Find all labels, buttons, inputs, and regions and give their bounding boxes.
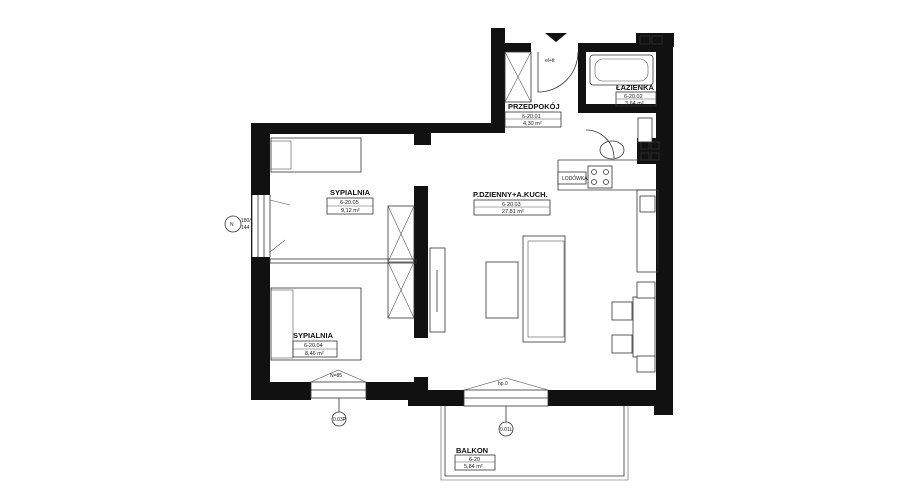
window-bottom-left-label: N=85 [330,373,342,379]
window-size-bottom: 144 [241,225,250,231]
dining [611,281,656,373]
room-area: 3,64 m² [625,101,644,107]
room-name: SYPIALNIA [293,331,334,340]
room-label-sypialnia-2: SYPIALNIA 6-20.04 8,46 m² [292,331,338,358]
room-name: ŁAZIENKA [616,83,654,92]
fridge-label: LODÓWKA [562,175,588,182]
living-furniture [429,235,566,343]
marker-left: 0.03P [333,417,347,423]
kitchen: LODÓWKA [557,159,659,273]
room-code: 6-20.03 [502,202,521,208]
room-area: 5,84 m² [464,464,483,470]
wardrobe [387,205,415,319]
window-code: N [230,222,234,228]
window-bottom-right-label: hp.0 [498,381,508,387]
balcony [440,406,629,481]
room-area: 9,12 m² [341,208,360,214]
window-size-top: 180/ [241,218,251,224]
entry-arrow-icon [545,33,567,42]
beds [270,137,362,361]
bottom-window-right: hp.0 0.01L [463,377,549,437]
room-area: 27,81 m² [502,209,524,215]
room-label-balkon: BALKON 6-20 5,84 m² [454,446,496,471]
room-code: 6-20.01 [522,114,541,120]
room-label-lazienka: ŁAZIENKA 6-20.02 3,64 m² [615,83,657,107]
room-name: P.DZIENNY+A.KUCH. [473,190,548,199]
room-code: 6-20 [469,457,480,463]
room-name: SYPIALNIA [330,188,371,197]
room-area: 8,46 m² [305,351,324,357]
marker-right: 0.01L [500,427,513,433]
room-label-dzienny: P.DZIENNY+A.KUCH. 6-20.03 27,81 m² [473,190,551,216]
bottom-window-left: N=85 0.03P [310,369,367,427]
room-name: BALKON [456,446,488,455]
entry: el+tt [504,33,579,103]
room-code: 6-20.04 [304,343,323,349]
left-window: 180/ 144 N [224,195,291,257]
room-area: 4,30 m² [523,121,542,127]
room-label-sypialnia-1: SYPIALNIA 6-20.05 9,12 m² [326,188,374,215]
room-label-przedpokoj: PRZEDPOKÓJ 6-20.01 4,30 m² [504,102,562,128]
bathroom-fixtures [585,35,663,161]
room-name: PRZEDPOKÓJ [508,102,560,111]
room-code: 6-20.02 [624,94,643,100]
room-code: 6-20.05 [340,200,359,206]
door-mark: el+tt [545,58,555,64]
